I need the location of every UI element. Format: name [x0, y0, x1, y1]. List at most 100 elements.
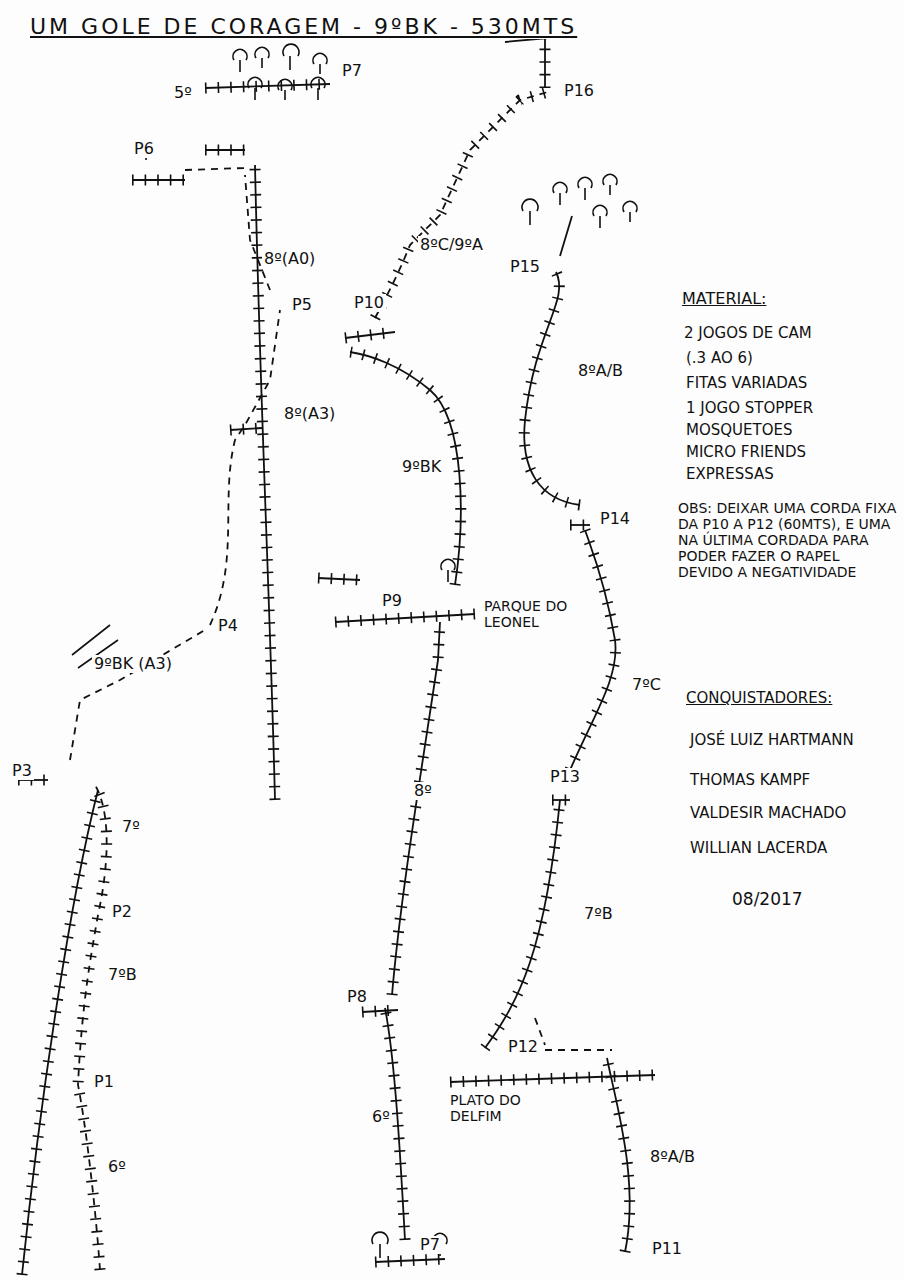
- info-text: CONQUISTADORES:: [684, 690, 834, 707]
- pitch-label: 6º: [106, 1158, 128, 1176]
- pitch-label: P14: [598, 510, 632, 528]
- pitch-label: P5: [290, 296, 314, 314]
- pitch-label: P4: [216, 617, 240, 635]
- bolt-ticks: [78, 785, 107, 1270]
- bolt-ticks: [362, 1010, 398, 1012]
- pitch-label: 7ºB: [582, 905, 615, 923]
- bolt-ticks: [607, 1058, 630, 1252]
- info-text: WILLIAN LACERDA: [688, 840, 829, 857]
- pitch-label: PLATO DO DELFIM: [448, 1092, 552, 1124]
- ledge: [132, 179, 185, 181]
- route-line: [607, 1058, 630, 1252]
- pitch-label: P16: [562, 82, 596, 100]
- topo-title: UM GOLE DE CORAGEM - 9ºBK - 530MTS: [30, 14, 577, 39]
- ledge: [450, 1075, 655, 1082]
- info-text: MOSQUETOES: [684, 422, 795, 439]
- route-line: [185, 168, 245, 170]
- pitch-label: P3: [10, 762, 34, 780]
- route-line: [565, 530, 616, 782]
- bolt-ticks: [524, 272, 580, 505]
- bolt-ticks: [22, 790, 98, 1275]
- route-line: [485, 800, 560, 1048]
- info-text: MATERIAL:: [680, 290, 768, 308]
- bolt-ticks: [318, 578, 360, 580]
- pitch-label: 8ºA/B: [648, 1148, 697, 1166]
- pitch-label: P11: [650, 1240, 684, 1258]
- bolt-ticks: [565, 530, 616, 782]
- bolt-ticks: [485, 800, 560, 1048]
- info-text: EXPRESSAS: [684, 466, 776, 483]
- route-line: [560, 216, 572, 256]
- bolt-ticks: [205, 145, 245, 156]
- pitch-label: 8º(A3): [282, 405, 337, 423]
- pitch-label: 8º: [412, 782, 434, 800]
- ledge: [570, 524, 590, 526]
- pitch-label: P12: [506, 1038, 540, 1056]
- info-text: 2 JOGOS DE CAM: [682, 325, 814, 342]
- pitch-label: 8º(A0): [262, 250, 317, 268]
- bolt-ticks: [392, 622, 440, 995]
- bolt-ticks: [230, 428, 262, 430]
- info-text: JOSÉ LUIZ HARTMANN: [688, 732, 856, 749]
- route-line: [210, 310, 280, 625]
- pitch-label: P1: [92, 1073, 116, 1091]
- route-line: [350, 352, 461, 585]
- route-line: [70, 630, 205, 760]
- info-text: MICRO FRIENDS: [684, 444, 808, 461]
- pitch-label: 9ºBK: [400, 458, 443, 476]
- pitch-label: P15: [508, 258, 542, 276]
- bolt-ticks: [350, 352, 461, 585]
- info-text: 1 JOGO STOPPER: [684, 400, 815, 417]
- pitch-label: P7: [340, 62, 364, 80]
- pitch-label: 8ºC/9ºA: [418, 236, 485, 254]
- route-line: [544, 38, 546, 88]
- ledge: [375, 1259, 445, 1262]
- bolt-ticks: [375, 1259, 445, 1262]
- pitch-label: P8: [345, 988, 369, 1006]
- route-line: [535, 1018, 612, 1050]
- ledge: [335, 614, 475, 622]
- route-line: [392, 622, 440, 995]
- pitch-label: 7º: [120, 818, 142, 836]
- ledge: [318, 578, 360, 580]
- pitch-label: P9: [380, 592, 404, 610]
- info-text: OBS: DEIXAR UMA CORDA FIXA DA P10 A P12 …: [676, 500, 900, 580]
- bolt-ticks: [540, 38, 551, 88]
- info-text: (.3 AO 6): [684, 350, 755, 367]
- info-text: FITAS VARIADAS: [684, 375, 809, 392]
- route-line: [78, 785, 107, 1270]
- pitch-label: P10: [352, 294, 386, 312]
- ledge: [205, 149, 245, 151]
- route-line: [22, 790, 98, 1275]
- pitch-label: P7: [418, 1236, 442, 1254]
- tree-doodle: [372, 559, 455, 1258]
- pitch-label: P13: [548, 768, 582, 786]
- info-text: THOMAS KAMPF: [688, 772, 812, 789]
- bolt-ticks: [450, 1075, 655, 1082]
- bolt-ticks: [335, 614, 475, 622]
- pitch-label: P2: [110, 903, 134, 921]
- bolt-ticks: [132, 175, 185, 186]
- pitch-label: 8ºA/B: [576, 362, 625, 380]
- bolt-ticks: [552, 795, 570, 806]
- route-line: [524, 272, 580, 505]
- pitch-label: 5º: [172, 84, 194, 102]
- ledge: [552, 799, 570, 801]
- pitch-label: 6º: [370, 1108, 392, 1126]
- tree-doodle: [140, 44, 327, 160]
- tree-doodle: [522, 174, 637, 228]
- ledge: [230, 428, 262, 430]
- pitch-label: 7ºC: [630, 676, 663, 694]
- bolt-ticks: [345, 332, 395, 338]
- ledge: [362, 1010, 398, 1012]
- info-text: VALDESIR MACHADO: [688, 805, 848, 822]
- bolt-ticks: [570, 520, 590, 531]
- pitch-label: 9ºBK (A3): [92, 655, 174, 673]
- pitch-label: 7ºB: [106, 966, 139, 984]
- info-text: 08/2017: [730, 890, 805, 910]
- pitch-label: P6: [132, 140, 156, 158]
- pitch-label: PARQUE DO LEONEL: [482, 598, 596, 630]
- ledge: [345, 332, 395, 338]
